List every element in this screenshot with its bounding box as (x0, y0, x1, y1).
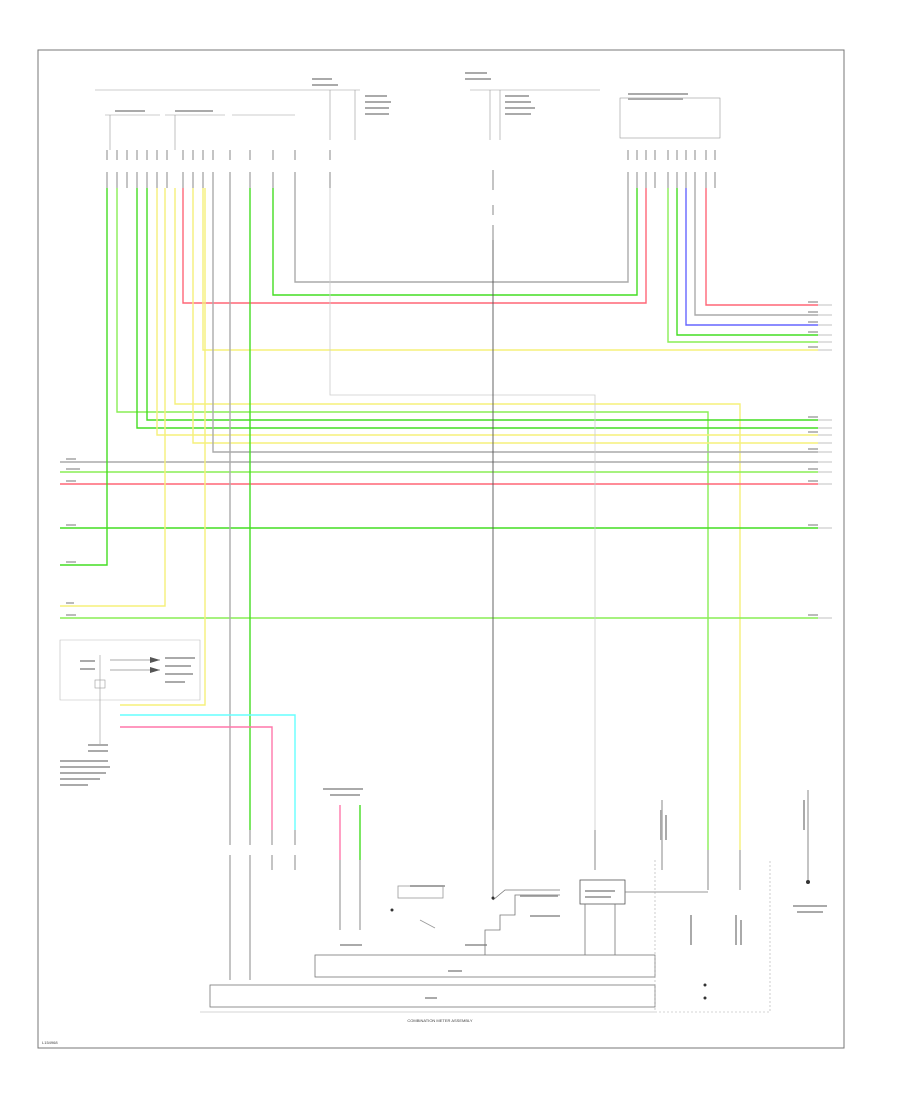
wire-yellow-3 (156, 188, 818, 436)
wire-gray-3 (212, 188, 818, 453)
wire-runs (60, 188, 818, 860)
diagram-id-label: L154968 (42, 1040, 58, 1045)
sensor-box (59, 639, 201, 745)
wire-yellow-2 (174, 188, 741, 850)
wire-gray-1 (294, 188, 629, 283)
wire-yellow-5 (60, 188, 166, 607)
wire-cyan-1 (120, 714, 296, 830)
diagram-frame (37, 49, 845, 1049)
wire-red-1 (182, 188, 647, 304)
wire-green-2 (676, 188, 818, 336)
module-name-label: COMBINATION METER ASSEMBLY (407, 1018, 473, 1023)
wire-green-1 (272, 188, 638, 296)
left-wire-end-text-placeholders (66, 458, 80, 616)
right-wire-end-text-placeholders (808, 301, 818, 616)
right-enclosure (200, 860, 771, 1013)
wire-green-3 (667, 188, 818, 343)
wire-green-4 (116, 188, 709, 850)
bottom-text-placeholders (323, 788, 827, 999)
wire-green-5 (146, 188, 818, 421)
right-wire-ends (818, 304, 832, 619)
wire-yellow-1 (202, 188, 818, 351)
wire-gray-6 (329, 188, 596, 830)
wire-red-2 (705, 188, 818, 306)
wire-yellow-6 (120, 188, 206, 706)
splice-dots (390, 880, 810, 1000)
wire-blue-1 (685, 188, 818, 326)
sensor-box-text-placeholders (60, 657, 195, 786)
right-vertical-text-placeholders (660, 800, 805, 945)
meter-module (209, 879, 708, 1008)
wire-green-6 (136, 188, 818, 429)
wire-pink-1 (120, 726, 273, 830)
wire-gray-2 (694, 188, 818, 316)
top-pin-ticks (106, 150, 716, 240)
header-text-placeholders (115, 72, 688, 115)
top-header (95, 89, 721, 150)
wire-green-8 (60, 188, 108, 566)
bottom-pin-ticks (229, 790, 809, 980)
wire-yellow-4 (192, 188, 818, 444)
